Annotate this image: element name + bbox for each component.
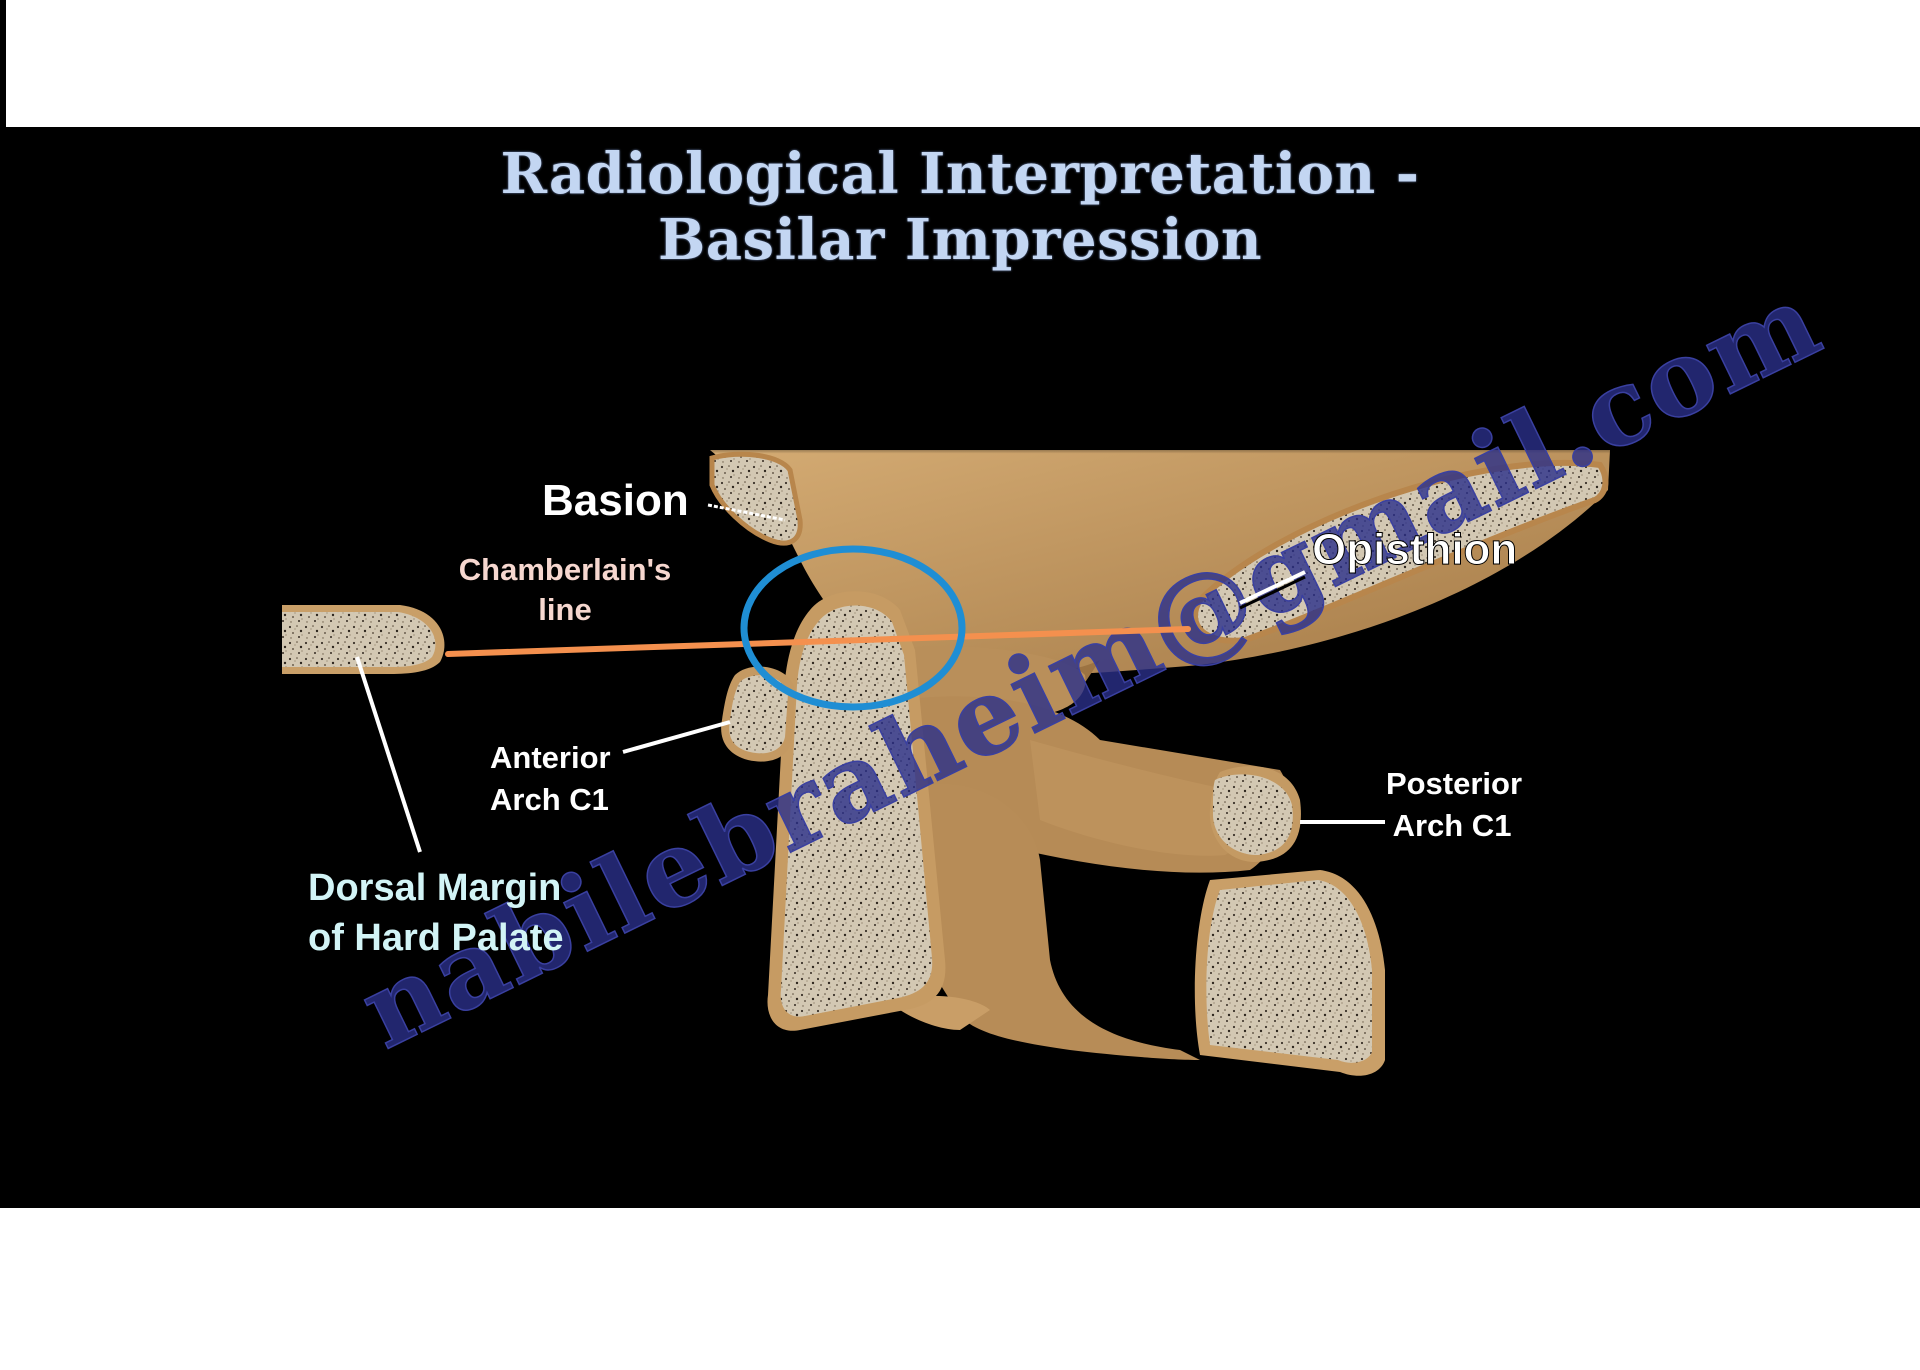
chamberlains-line-label-1: Chamberlain's bbox=[459, 552, 671, 587]
opisthion-label: Opisthion bbox=[1312, 525, 1517, 574]
chamberlains-line-label-2: line bbox=[538, 592, 591, 627]
left-edge-bar bbox=[0, 0, 6, 127]
slide-title-line-2: Basilar Impression bbox=[657, 207, 1263, 273]
occipital-bone bbox=[709, 440, 1615, 695]
anatomy-illustration: nabilebraheim@gmail.com Basion Chamberla… bbox=[282, 257, 1839, 1076]
hard-palate-label-2: of Hard Palate bbox=[308, 917, 564, 959]
posterior-arch-c1 bbox=[1030, 740, 1301, 862]
chamberlains-line bbox=[445, 626, 1191, 657]
slide: nabilebraheim@gmail.com Basion Chamberla… bbox=[0, 127, 1920, 1208]
anterior-arch-leader-line bbox=[622, 720, 731, 754]
highlight-ellipse bbox=[740, 545, 966, 711]
watermark: nabilebraheim@gmail.com bbox=[342, 258, 1839, 1072]
posterior-arch-label-2: Arch C1 bbox=[1393, 808, 1512, 843]
opisthion-leader-shadow bbox=[1239, 575, 1306, 610]
posterior-arch-label-1: Posterior bbox=[1386, 766, 1522, 801]
anterior-arch-label-1: Anterior bbox=[490, 740, 611, 775]
anterior-arch-label-2: Arch C1 bbox=[490, 782, 609, 817]
anterior-arch-c1 bbox=[721, 666, 795, 762]
c2-spinous-process bbox=[1194, 870, 1385, 1076]
basion-leader-line bbox=[707, 503, 786, 522]
basion-label: Basion bbox=[542, 476, 689, 525]
opisthion-leader-line bbox=[1239, 570, 1306, 605]
hard-palate bbox=[282, 605, 445, 674]
hard-palate-label-1: Dorsal Margin bbox=[308, 867, 561, 909]
hard-palate-leader-line bbox=[355, 656, 422, 853]
slide-title-line-1: Radiological Interpretation - bbox=[500, 141, 1420, 207]
